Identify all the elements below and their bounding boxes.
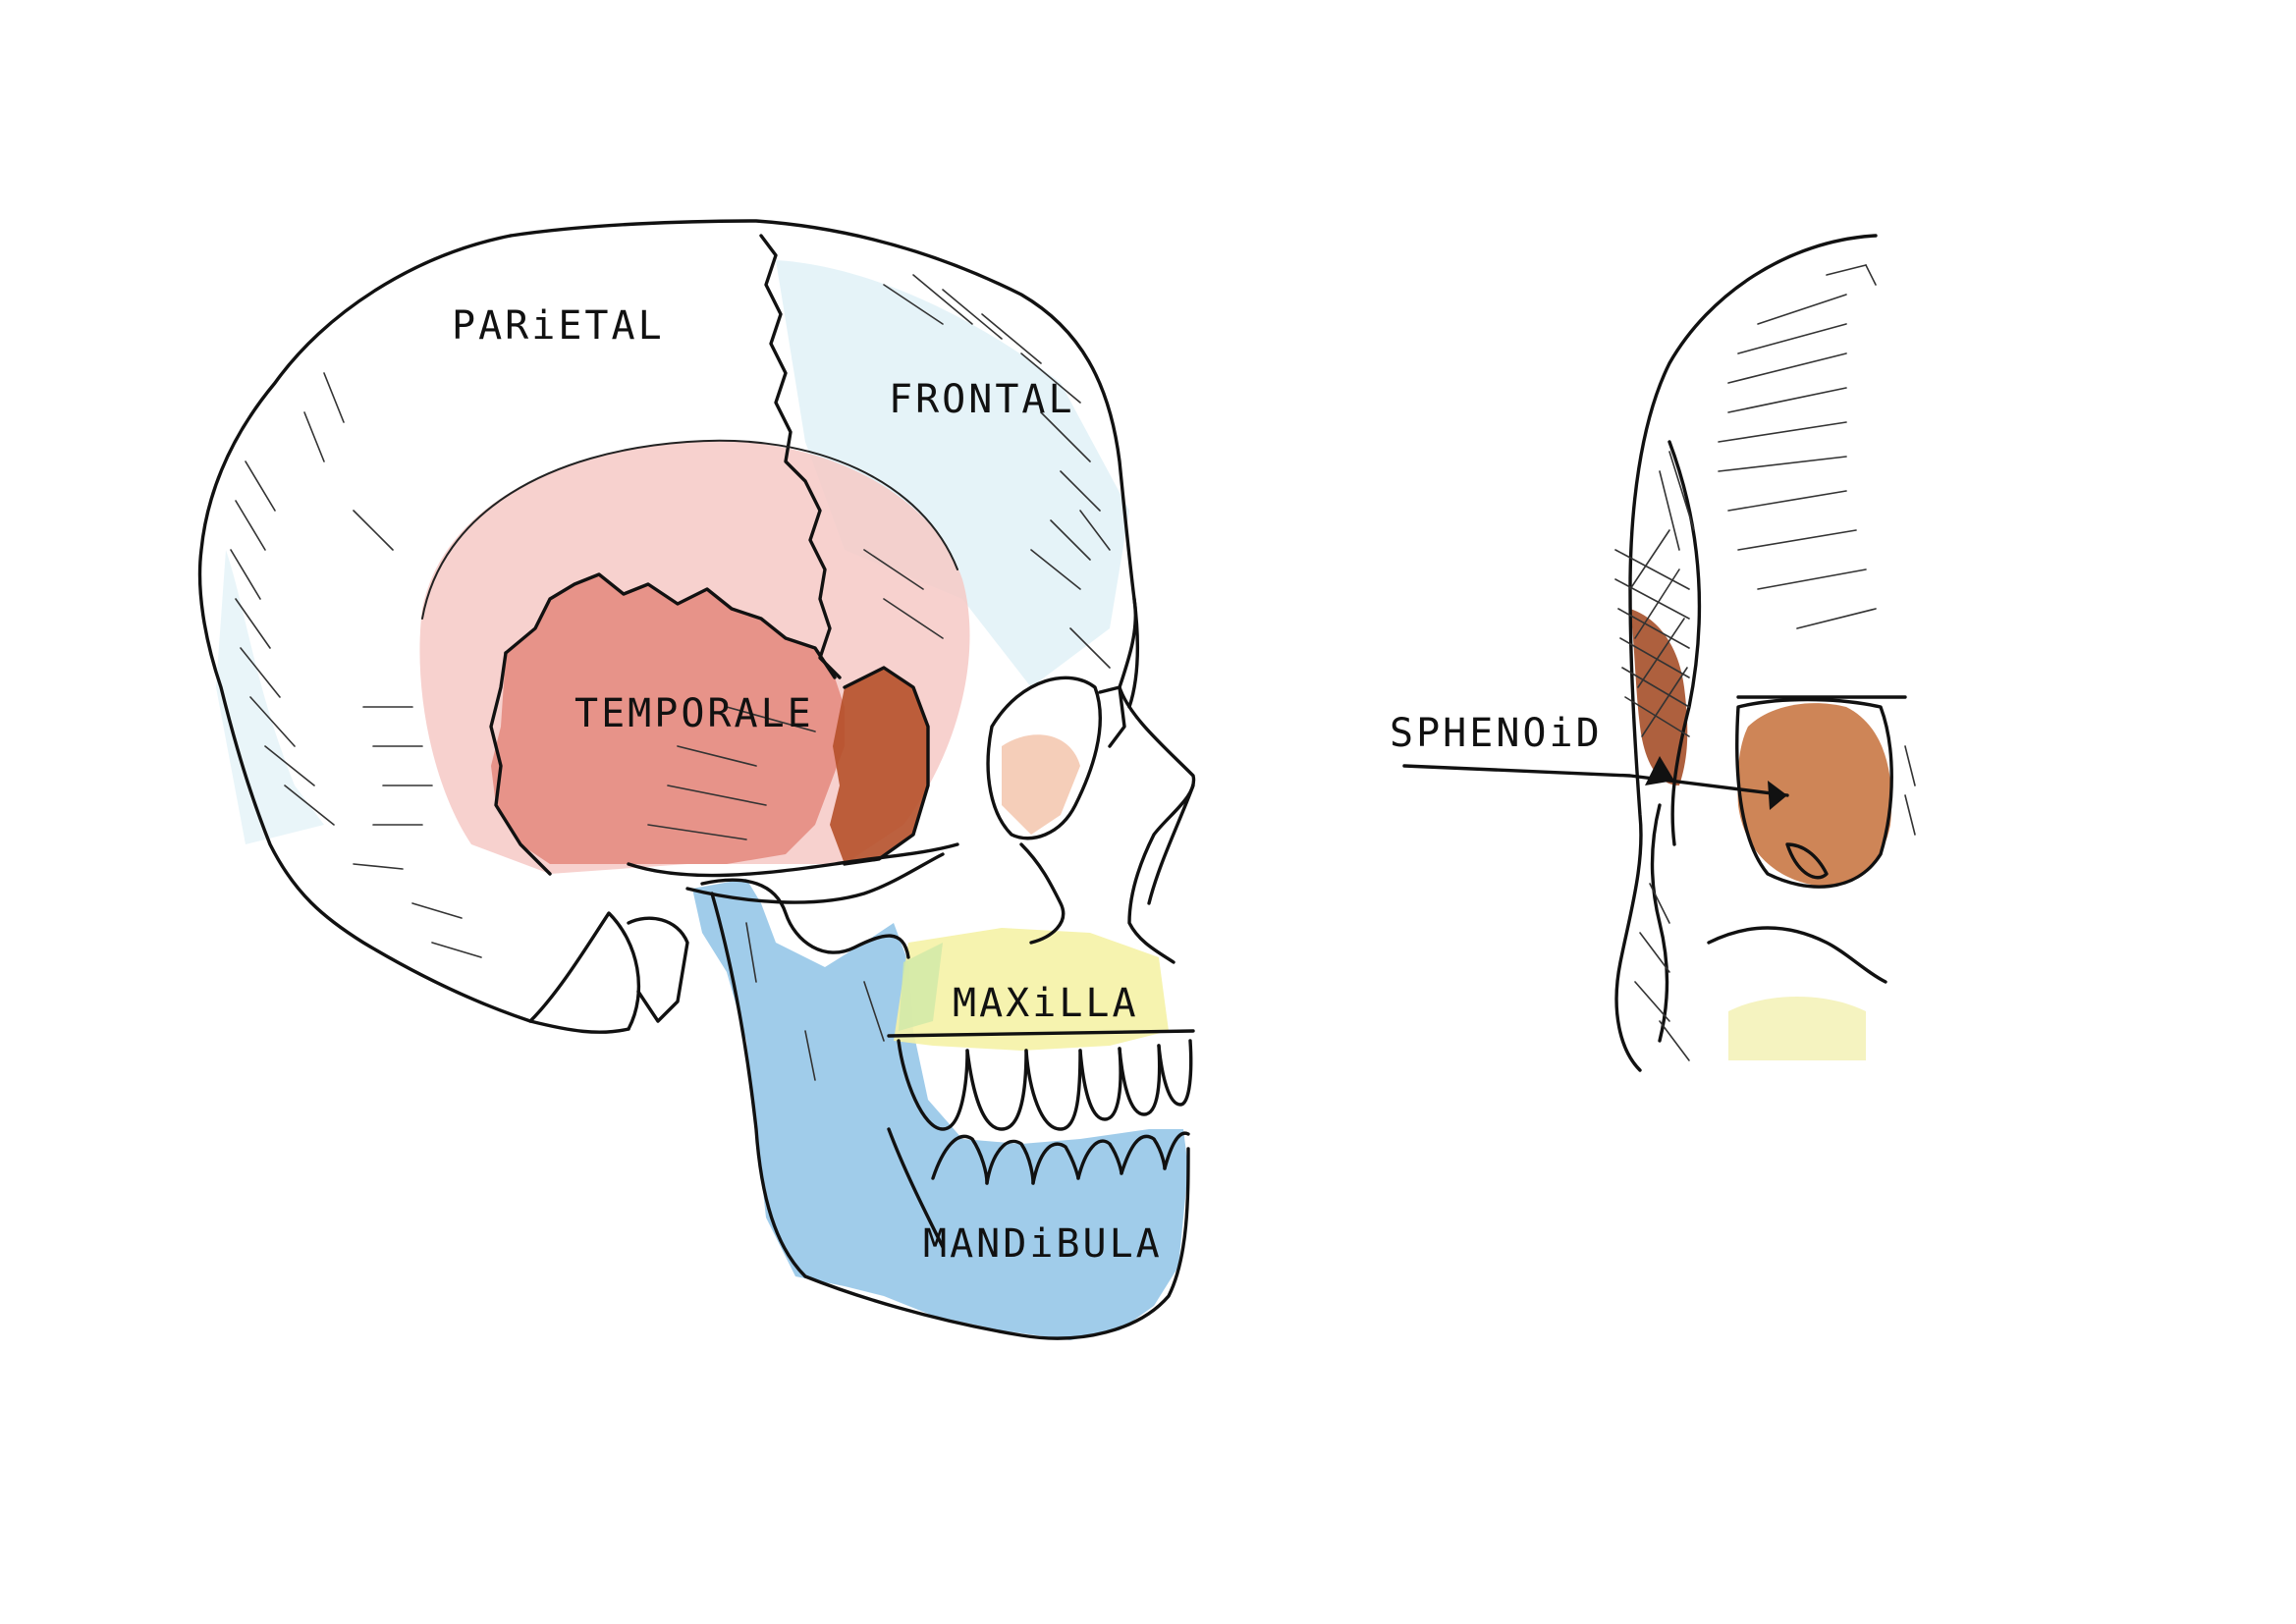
temporal-squama xyxy=(491,574,845,864)
coronal-suture xyxy=(759,234,842,679)
squamosal-suture xyxy=(504,572,837,679)
lower-teeth xyxy=(931,1131,1190,1185)
front-hatching xyxy=(1634,264,1916,1061)
orbit-inner xyxy=(1098,685,1126,748)
temporal-line xyxy=(421,439,958,620)
front-crosshatch xyxy=(1614,451,1695,737)
maxilla-green-accent xyxy=(899,943,943,1031)
occipital-tint xyxy=(216,550,324,844)
frontal-view-skull xyxy=(1402,234,1916,1072)
nasal-aperture xyxy=(1147,784,1195,905)
mandible-region xyxy=(692,879,1188,1340)
label-temporal: TEMPORALE xyxy=(574,691,814,736)
ramus-inner xyxy=(887,1127,945,1249)
maxilla-region xyxy=(894,928,1169,1051)
sphenoid-arrow-line xyxy=(1402,764,1789,797)
orbit-outline xyxy=(986,676,1103,840)
front-nasal xyxy=(1650,803,1669,1043)
mandible-outline xyxy=(700,878,1190,1340)
front-skull-outline xyxy=(1614,234,1878,1072)
front-yellow-tint xyxy=(1728,997,1866,1060)
label-sphenoid: SPHENOiD xyxy=(1390,711,1603,756)
frontal-tint xyxy=(776,260,1129,687)
nasal-tint xyxy=(1002,734,1080,835)
zygomatic-lower xyxy=(685,852,945,904)
front-orbit xyxy=(1735,697,1893,889)
squamosal-lower xyxy=(489,651,552,876)
label-maxilla: MAXiLLA xyxy=(953,981,1139,1026)
mastoid xyxy=(528,911,641,1031)
zygomatic-arch xyxy=(627,842,959,878)
label-parietal: PARiETAL xyxy=(452,303,665,349)
front-glabella xyxy=(1667,440,1702,846)
occipital-outline xyxy=(197,234,630,1034)
sphenoid-outline xyxy=(843,666,930,866)
sphenoid-arrow-head-2 xyxy=(1768,781,1787,810)
sphenoid-frontal-dark xyxy=(1630,609,1688,785)
sphenoid-arrow-head-1 xyxy=(1645,756,1674,785)
cheek-outline xyxy=(1019,842,1066,945)
label-frontal: FRONTAL xyxy=(889,377,1075,422)
cranium-hatching xyxy=(230,274,1111,1081)
label-mandibula: MANDiBULA xyxy=(923,1221,1163,1267)
front-inner-foramen xyxy=(1785,842,1829,880)
sphenoid-lateral xyxy=(830,668,928,864)
upper-teeth xyxy=(887,1029,1195,1131)
front-cheek xyxy=(1707,926,1887,984)
sphenoid-frontal-orbit xyxy=(1737,703,1892,887)
lateral-skull xyxy=(197,219,1196,1340)
face-profile xyxy=(1118,597,1196,964)
styloid xyxy=(627,916,689,1023)
